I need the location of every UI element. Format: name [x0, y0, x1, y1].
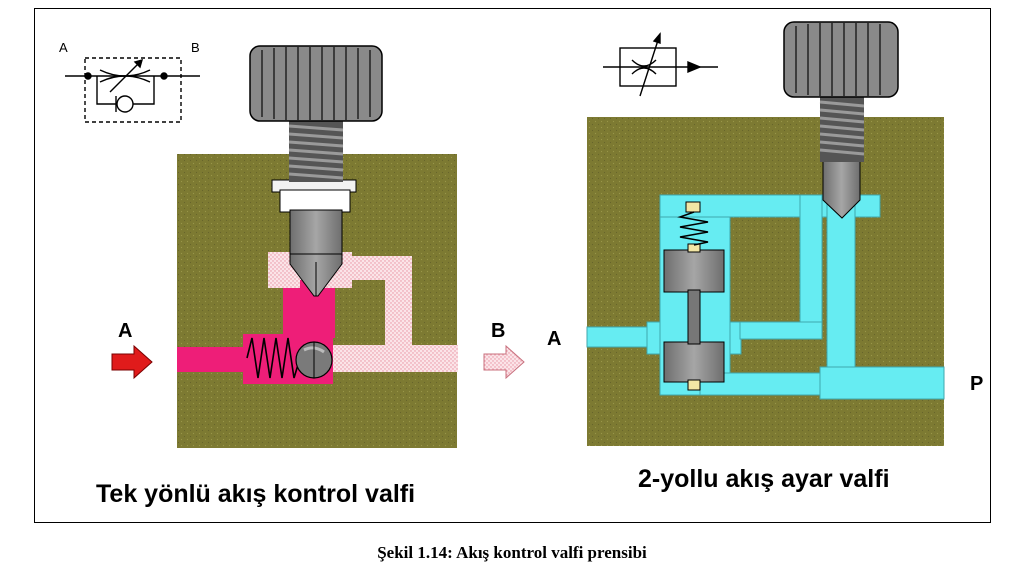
pressure-compensator [663, 201, 725, 391]
right-port-p-label: P [970, 373, 984, 395]
left-thread [288, 120, 344, 182]
symbol-port-b-label: B [191, 40, 200, 55]
check-valve-spring [246, 337, 301, 379]
right-thread [819, 96, 865, 162]
check-valve-ball [295, 341, 333, 379]
left-valve-title: Tek yönlü akış kontrol valfi [96, 480, 416, 508]
left-port-b-label: B [491, 320, 506, 342]
left-needle-assembly [271, 179, 357, 297]
figure-caption: Şekil 1.14: Akış kontrol valfi prensibi [377, 543, 647, 562]
left-adjust-knob [249, 45, 383, 122]
left-valve [65, 45, 525, 448]
left-valve-symbol [65, 57, 200, 123]
inlet-arrow-icon [111, 344, 153, 380]
left-port-a-label: A [118, 320, 133, 342]
right-port-a-label: A [547, 328, 562, 350]
right-adjust-knob [783, 21, 899, 98]
symbol-port-a-label: A [59, 40, 68, 55]
outlet-arrow-icon [483, 344, 525, 380]
right-valve-symbol [603, 32, 718, 97]
right-valve [586, 21, 945, 446]
right-flow-channels [586, 194, 945, 400]
right-valve-title: 2-yollu akış ayar valfi [638, 465, 890, 493]
figure-frame [34, 8, 991, 523]
